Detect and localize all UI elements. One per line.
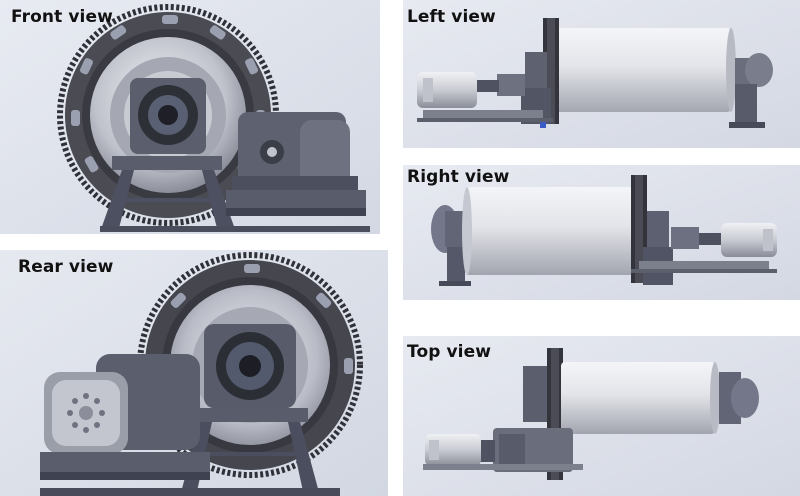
front-view-label: Front view [11,7,113,27]
left-view-panel: Left view [403,0,800,148]
front-view-drawing [0,0,380,234]
rear-view-panel: Rear view [0,250,388,496]
rear-view-label: Rear view [18,257,114,277]
left-view-label: Left view [407,7,496,27]
top-view-label: Top view [407,342,492,362]
front-view-panel: Front view [0,0,380,234]
right-view-panel: Right view [403,165,800,300]
left-view-drawing [403,0,800,148]
right-view-drawing [403,165,800,300]
rear-view-drawing [0,250,388,496]
top-view-drawing [403,336,800,496]
top-view-panel: Top view [403,336,800,496]
right-view-label: Right view [407,167,510,187]
